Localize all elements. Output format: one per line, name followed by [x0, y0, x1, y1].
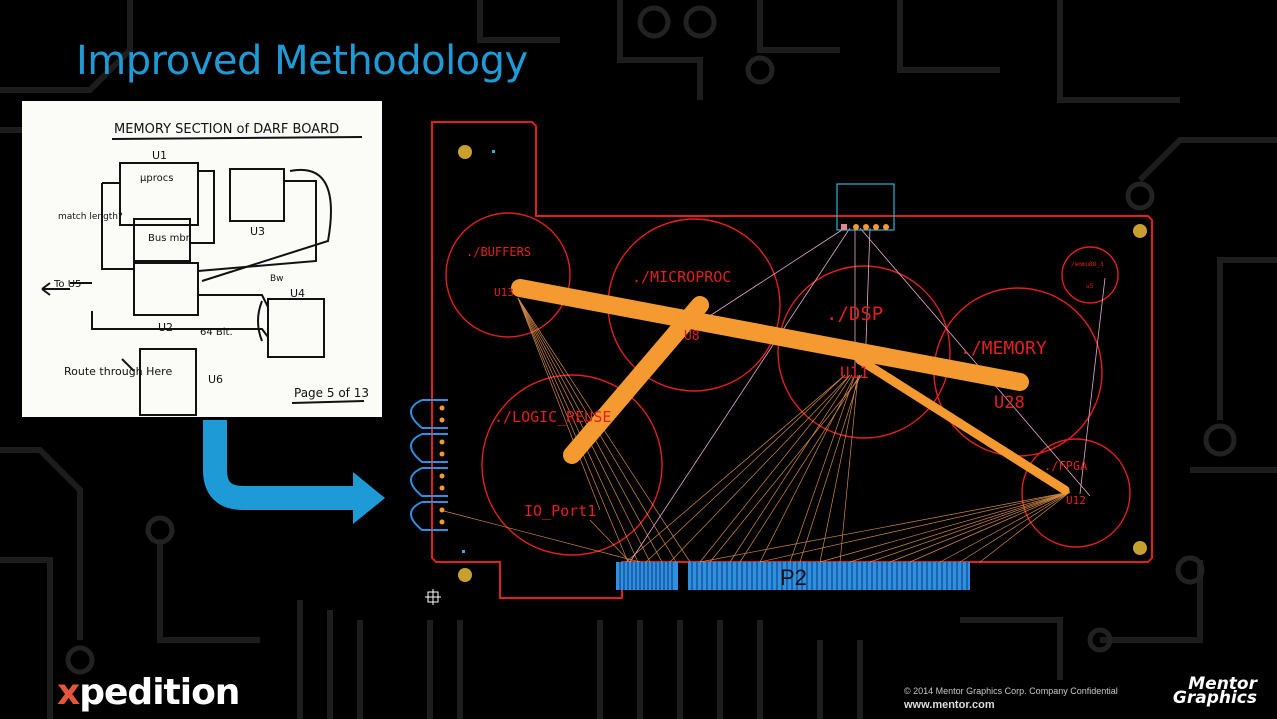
label-microproc: ./MICROPROC: [632, 268, 731, 286]
xpedition-logo: xpedition: [57, 672, 240, 713]
copyright-text: © 2014 Mentor Graphics Corp. Company Con…: [904, 686, 1118, 696]
flow-arrow-icon: [203, 420, 385, 524]
edge-connector-p2[interactable]: [688, 562, 970, 590]
label-fpga: ./FPGA: [1044, 459, 1088, 473]
header-component[interactable]: [836, 183, 895, 231]
logo-x: x: [57, 672, 80, 713]
edge-connector-left[interactable]: [616, 562, 678, 590]
label-dsp: ./DSP: [826, 303, 883, 325]
side-connectors[interactable]: [410, 399, 448, 531]
mounting-hole: [1133, 541, 1147, 555]
group-logic-reuse-circle[interactable]: [481, 374, 663, 556]
sketch-heading: MEMORY SECTION of DARF BOARD: [114, 122, 339, 137]
sketch-u1-sub: µprocs: [140, 173, 173, 184]
sketch-match: match length?: [58, 212, 123, 222]
mounting-hole: [458, 568, 472, 582]
pcb-layout-view[interactable]: ./BUFFERS ./MICROPROC ./DSP ./MEMORY ./L…: [400, 110, 1190, 610]
board-outline: [431, 121, 1153, 599]
bus-routes: [511, 279, 1070, 495]
sketch-bits: 64 Bit.: [200, 327, 233, 338]
sketch-bus: Bus mbr: [148, 233, 191, 244]
logo-text: pedition: [79, 672, 240, 713]
sketch-u2: U2: [158, 321, 173, 334]
group-fpga-circle[interactable]: [1021, 438, 1131, 548]
group-buffers-circle[interactable]: [445, 212, 571, 338]
mentor-line2: Graphics: [1172, 688, 1257, 708]
label-u5: u5: [1086, 283, 1094, 290]
memory-section-sketch: MEMORY SECTION of DARF BOARD U1 µprocs U…: [22, 101, 382, 417]
label-buffers: ./BUFFERS: [466, 245, 531, 259]
label-u28: U28: [994, 393, 1025, 413]
label-memory: ./MEMORY: [960, 338, 1047, 359]
mounting-hole: [458, 145, 472, 159]
footer-url[interactable]: www.mentor.com: [904, 699, 995, 711]
mounting-hole: [1133, 224, 1147, 238]
sketch-route: Route through Here: [64, 365, 172, 378]
label-u8: U8: [684, 329, 700, 344]
mentor-graphics-logo: Mentor Graphics: [1162, 674, 1257, 708]
label-u13: U13: [494, 286, 514, 299]
label-u11: U11: [840, 363, 869, 382]
sketch-u6: U6: [208, 373, 223, 386]
footer-info: © 2014 Mentor Graphics Corp. Company Con…: [904, 684, 1118, 712]
mentor-line1: Mentor: [1188, 674, 1257, 694]
label-io-port: IO_Port1: [524, 502, 596, 520]
sketch-u3: U3: [250, 225, 265, 238]
label-u12: U12: [1066, 494, 1086, 507]
sketch-page: Page 5 of 13: [294, 386, 369, 400]
label-p2: P2: [780, 565, 807, 590]
sketch-u1: U1: [152, 149, 167, 162]
sketch-bw: Bw: [270, 274, 284, 284]
sketch-u4: U4: [290, 287, 305, 300]
label-small-group: /emmu88_3: [1071, 261, 1104, 268]
group-small-circle[interactable]: [1061, 246, 1119, 304]
sketch-u5: To U5: [53, 279, 81, 290]
slide-title: Improved Methodology: [76, 38, 528, 84]
label-logic-reuse: ./LOGIC_REUSE: [494, 408, 611, 426]
group-dsp-circle[interactable]: [777, 265, 951, 439]
